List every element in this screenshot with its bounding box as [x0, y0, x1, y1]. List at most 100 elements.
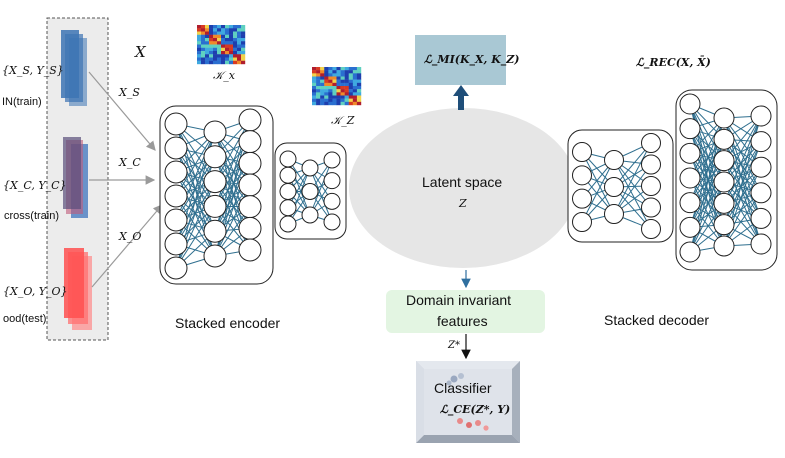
network-node	[203, 244, 227, 268]
network-node	[279, 150, 297, 168]
features-label: features	[437, 313, 488, 329]
network-node	[164, 184, 188, 208]
xo-arrow-label: X_O	[119, 230, 142, 243]
network-node	[238, 173, 262, 197]
network-node	[323, 192, 341, 210]
network-node	[164, 112, 188, 136]
network-node	[203, 170, 227, 194]
network-node	[203, 145, 227, 169]
network-node	[679, 192, 701, 214]
network-node	[750, 131, 772, 153]
network-node	[572, 142, 592, 162]
ood-test-caption: ood(test)	[3, 313, 47, 325]
network-node	[679, 118, 701, 140]
network-node	[604, 204, 624, 224]
decoder-network-small	[572, 133, 661, 239]
classifier-box	[416, 361, 520, 443]
network-node	[572, 165, 592, 186]
xc-arrow-label: X_C	[119, 156, 141, 169]
latent-space-title: Latent space	[422, 174, 503, 190]
encoder-network-large	[164, 108, 262, 280]
xs-set-label: {X_S, Y_S}	[2, 64, 64, 77]
network-node	[679, 216, 701, 238]
z-star-label: Z*	[448, 340, 460, 351]
network-node	[713, 214, 735, 236]
xs-arrow	[88, 71, 156, 151]
network-node	[641, 176, 661, 196]
network-node	[203, 120, 227, 144]
network-node	[679, 142, 701, 164]
network-node	[279, 215, 297, 233]
latent-symbol: Z	[459, 197, 467, 210]
classifier-title: Classifier	[434, 380, 492, 396]
x-label: X	[135, 43, 146, 61]
network-node	[238, 238, 262, 262]
cross-train-data-stack	[63, 137, 88, 218]
network-node	[238, 151, 262, 175]
network-node	[238, 195, 262, 219]
network-node	[641, 154, 661, 175]
encoder-network-small	[279, 150, 341, 233]
ood-test-data-stack	[64, 248, 92, 330]
domain-invariant-label: Domain invariant	[406, 292, 512, 308]
network-node	[679, 241, 701, 263]
xc-set-label: {X_C, Y_C}	[3, 179, 67, 192]
network-node	[301, 206, 319, 224]
network-node	[323, 172, 341, 190]
up-arrow	[453, 85, 469, 110]
network-node	[750, 105, 772, 127]
ce-loss-label: ℒ_CE(Z*, Y)	[440, 403, 511, 416]
kz-kernel-heatmap	[312, 67, 362, 106]
network-node	[750, 182, 772, 204]
network-node	[238, 216, 262, 240]
network-node	[641, 133, 661, 153]
network-node	[604, 150, 624, 170]
network-node	[238, 130, 262, 154]
network-node	[164, 232, 188, 256]
network-node	[750, 207, 772, 229]
network-node	[713, 107, 735, 129]
network-node	[713, 235, 735, 257]
network-node	[203, 219, 227, 243]
kz-label: 𝒦_Z	[331, 114, 355, 127]
network-node	[279, 166, 297, 184]
network-node	[750, 156, 772, 178]
network-node	[572, 212, 592, 232]
network-node	[604, 177, 624, 197]
network-node	[164, 136, 188, 160]
network-node	[164, 256, 188, 280]
network-node	[641, 197, 661, 218]
kx-kernel-heatmap	[197, 25, 246, 65]
latent-space-ellipse	[349, 108, 577, 268]
network-node	[238, 108, 262, 132]
stacked-encoder-label: Stacked encoder	[175, 315, 281, 331]
network-node	[750, 233, 772, 255]
network-node	[301, 159, 319, 177]
network-node	[679, 93, 701, 115]
decoder-network-large	[679, 93, 772, 263]
network-node	[641, 219, 661, 239]
network-node	[164, 160, 188, 184]
network-node	[713, 128, 735, 150]
mi-loss-label: ℒ_MI(K_X, K_Z)	[424, 53, 520, 66]
network-node	[713, 150, 735, 172]
network-node	[323, 151, 341, 169]
cross-train-caption: cross(train)	[4, 210, 60, 222]
in-train-data-stack	[61, 30, 87, 106]
xs-arrow-label: X_S	[119, 86, 140, 99]
network-node	[301, 183, 319, 200]
kx-label: 𝒦_x	[213, 69, 235, 82]
stacked-decoder-label: Stacked decoder	[604, 312, 710, 328]
network-node	[279, 199, 297, 217]
network-node	[323, 213, 341, 231]
network-node	[679, 167, 701, 189]
network-node	[572, 188, 592, 209]
network-node	[203, 194, 227, 218]
xo-set-label: {X_O, Y_O}	[3, 285, 68, 298]
network-node	[279, 183, 297, 200]
network-node	[713, 171, 735, 193]
domain-invariant-features-box	[386, 290, 545, 333]
network-node	[713, 192, 735, 214]
rec-loss-label: ℒ_REC(X, X̄)	[636, 56, 711, 69]
